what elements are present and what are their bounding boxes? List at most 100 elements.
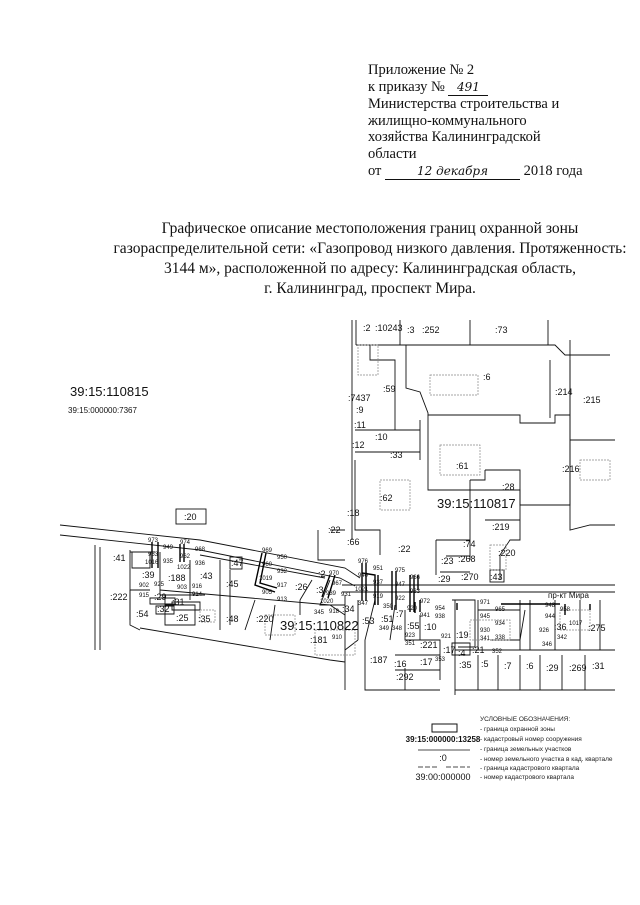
- boundary-point-number: 969: [262, 548, 273, 554]
- parcel-number: :43: [200, 571, 213, 581]
- legend-item: - номер земельного участка в кад. кварта…: [480, 756, 613, 763]
- parcel-number: :292: [396, 672, 414, 682]
- legend-item: - граница земельных участков: [480, 746, 572, 753]
- boundary-point-number: 960: [262, 562, 273, 568]
- parcel-number: :55: [407, 621, 420, 631]
- boundary-point-number: 966: [410, 575, 421, 581]
- parcel-number: :20: [184, 512, 197, 522]
- boundary-point-number: 353: [435, 657, 446, 663]
- boundary-point-number: 342: [557, 635, 568, 641]
- boundary-point-number: 958: [560, 607, 571, 613]
- boundary-point-number: 1017: [569, 621, 583, 627]
- parcel-number: :188: [168, 573, 186, 583]
- parcel-number: :28: [502, 482, 515, 492]
- boundary-point-number: 920: [407, 606, 418, 612]
- boundary-point-number: 937: [373, 580, 384, 586]
- boundary-point-number: 916: [192, 584, 203, 590]
- boundary-point-number: 351: [405, 641, 416, 647]
- parcel-number: :7437: [348, 393, 371, 403]
- boundary-point-number: 939: [326, 591, 337, 597]
- parcel-number: :62: [380, 493, 393, 503]
- boundary-point-number: 923: [405, 633, 416, 639]
- boundary-point-number: 970: [329, 571, 340, 577]
- parcel-number: :11: [354, 420, 366, 430]
- boundary-point-number: 921: [441, 634, 452, 640]
- boundary-point-number: 913: [277, 597, 288, 603]
- parcel-number: :54: [136, 609, 149, 619]
- legend-item: - кадастровый номер сооружения: [480, 735, 582, 743]
- title-line: газораспределительной сети: «Газопровод …: [113, 240, 627, 257]
- boundary-point-number: 944: [545, 614, 556, 620]
- parcel-number: :7: [504, 661, 512, 671]
- boundary-point-number: 968: [195, 547, 206, 553]
- date-handwritten: 12 декабря: [385, 163, 521, 181]
- boundary-point-number: 965: [495, 607, 506, 613]
- parcel-boundaries: [59, 320, 615, 695]
- parcel-number: :275: [588, 623, 606, 633]
- legend-title: УСЛОВНЫЕ ОБОЗНАЧЕНИЯ:: [480, 716, 570, 723]
- ministry-line: области: [368, 145, 417, 162]
- boundary-point-number: 973: [148, 538, 159, 544]
- boundary-point-number: 917: [277, 583, 288, 589]
- legend: УСЛОВНЫЕ ОБОЗНАЧЕНИЯ: 39:15:000000:13258…: [406, 716, 613, 782]
- parcel-number: :216: [562, 464, 580, 474]
- parcel-number: :5: [481, 659, 489, 669]
- parcel-number: :41: [113, 553, 126, 563]
- parcel-number: :22: [328, 525, 341, 535]
- boundary-point-number: 950: [277, 555, 288, 561]
- title-line: г. Калининград, проспект Мира.: [264, 280, 476, 297]
- boundary-point-number: 931: [341, 592, 352, 598]
- parcel-number: :6: [526, 661, 534, 671]
- date-line: от 12 декабря 2018 года: [368, 162, 583, 181]
- boundary-point-number: 971: [480, 600, 491, 606]
- parcel-number: :31: [172, 597, 185, 607]
- legend-quarter-sample: 39:00:000000: [415, 772, 470, 782]
- parcel-number: :222: [110, 592, 128, 602]
- legend-parcel-sample: :0: [439, 753, 447, 763]
- parcel-number: :48: [226, 614, 239, 624]
- boundary-point-number: 935: [163, 559, 174, 565]
- parcel-number: :18: [347, 508, 360, 518]
- order-number-handwritten: 491: [448, 79, 489, 97]
- boundary-point-number: 1022: [177, 565, 191, 571]
- boundary-point-number: 352: [492, 649, 503, 655]
- boundary-point-number: 1016: [145, 560, 159, 566]
- boundary-point-number: 910: [332, 635, 343, 641]
- parcel-number: :23: [441, 556, 454, 566]
- parcel-number: :17: [420, 657, 433, 667]
- legend-item: - граница охранной зоны: [480, 725, 555, 733]
- parcel-number: :270: [461, 572, 479, 582]
- boundary-point-number: 954: [435, 606, 446, 612]
- boundary-point-number: 941: [420, 613, 431, 619]
- parcel-number: :3: [316, 585, 324, 595]
- parcel-number: :47: [231, 558, 244, 568]
- structure-number: 39:15:000000:7367: [68, 406, 138, 415]
- boundary-point-number: 348: [392, 626, 403, 632]
- boundary-point-number: 967: [332, 581, 343, 587]
- parcel-number: :214: [555, 387, 573, 397]
- boundary-point-number: 963: [148, 552, 159, 558]
- legend-item: - номер кадастрового квартала: [480, 774, 574, 781]
- ministry-line: жилищно-коммунального: [368, 112, 527, 129]
- boundary-point-number: 341: [480, 636, 491, 642]
- boundary-point-number: 919: [373, 594, 384, 600]
- parcel-number: :16: [394, 659, 407, 669]
- protection-zone: [151, 542, 591, 615]
- boundary-point-number: 918: [329, 609, 340, 615]
- parcel-number: :29: [546, 663, 559, 673]
- parcel-number: :53: [362, 616, 375, 626]
- quarter-number: 39:15:110822: [280, 618, 359, 633]
- parcel-number: :181: [310, 635, 328, 645]
- parcel-number: :25: [176, 613, 189, 623]
- boundary-point-number: 915: [139, 593, 150, 599]
- boundary-point-number: 926: [539, 628, 550, 634]
- parcel-number: :33: [390, 450, 403, 460]
- boundary-point-number: 933: [410, 589, 421, 595]
- boundary-point-number: 902: [139, 583, 150, 589]
- boundary-point-number: 1021: [355, 587, 369, 593]
- parcel-number: :35: [198, 614, 211, 624]
- boundary-point-number: 945: [480, 614, 491, 620]
- boundary-point-number: 938: [435, 614, 446, 620]
- boundary-point-number: 948: [545, 603, 556, 609]
